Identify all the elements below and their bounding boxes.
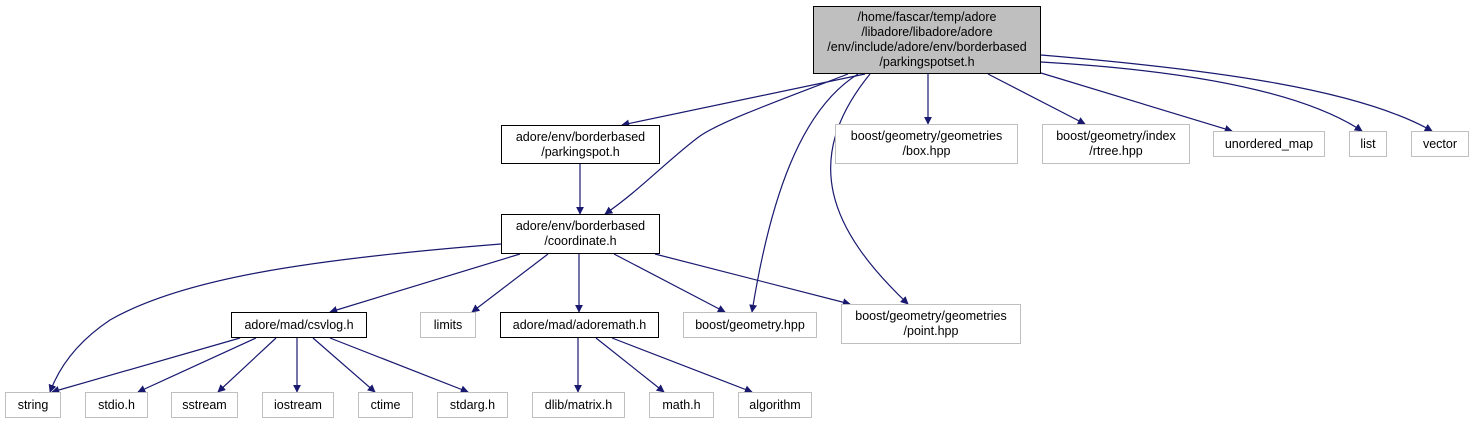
edge-coordinate-to-string: [48, 243, 502, 393]
edge-csvlog-to-stdio: [137, 337, 257, 393]
edge-root-to-geometry: [749, 73, 859, 313]
node-point-hpp: boost/geometry/geometries /point.hpp: [841, 304, 1021, 344]
edge-coordinate-to-csvlog: [329, 253, 521, 314]
node-sstream: sstream: [171, 392, 238, 418]
edge-root-to-point: [830, 73, 909, 305]
node-stdarg-h: stdarg.h: [437, 392, 508, 418]
node-limits: limits: [420, 312, 476, 338]
edge-csvlog-to-ctime: [312, 337, 376, 393]
node-adoremath-h[interactable]: adore/mad/adoremath.h: [500, 312, 659, 338]
edge-root-to-list: [1040, 61, 1363, 132]
edge-root-to-rtree: [987, 73, 1086, 125]
edge-coordinate-to-limits: [471, 253, 549, 313]
edge-csvlog-to-sstream: [217, 337, 277, 393]
node-list: list: [1349, 131, 1387, 157]
node-csvlog-h[interactable]: adore/mad/csvlog.h: [231, 312, 367, 338]
node-parkingspot-h[interactable]: adore/env/borderbased /parkingspot.h: [501, 125, 660, 164]
node-string: string: [5, 392, 61, 418]
edge-root-to-coordinate: [604, 73, 849, 215]
node-rtree-hpp: boost/geometry/index /rtree.hpp: [1042, 124, 1190, 164]
edge-root-to-unordered_map: [1040, 72, 1233, 133]
node-stdio-h: stdio.h: [85, 392, 148, 418]
edge-coordinate-to-point: [654, 253, 851, 307]
node-geometry-hpp: boost/geometry.hpp: [683, 312, 817, 338]
edge-root-to-vector: [1040, 54, 1433, 132]
edge-adoremath-to-algorithm: [611, 337, 753, 394]
node-box-hpp: boost/geometry/geometries /box.hpp: [835, 124, 1018, 164]
edge-csvlog-to-stdarg: [329, 337, 469, 394]
edge-csvlog-to-string: [51, 337, 241, 394]
node-coordinate-h[interactable]: adore/env/borderbased /coordinate.h: [501, 214, 660, 254]
node-vector: vector: [1411, 131, 1469, 157]
node-math-h: math.h: [649, 392, 714, 418]
node-iostream: iostream: [262, 392, 334, 418]
node-parkingspotset-h: /home/fascar/temp/adore /libadore/libado…: [813, 6, 1041, 74]
node-unordered-map: unordered_map: [1213, 131, 1325, 157]
edge-coordinate-to-geometry: [613, 253, 726, 313]
node-algorithm: algorithm: [738, 392, 812, 418]
edge-adoremath-to-math: [595, 337, 665, 393]
node-dlib-matrix-h: dlib/matrix.h: [532, 392, 625, 418]
node-ctime: ctime: [358, 392, 413, 418]
